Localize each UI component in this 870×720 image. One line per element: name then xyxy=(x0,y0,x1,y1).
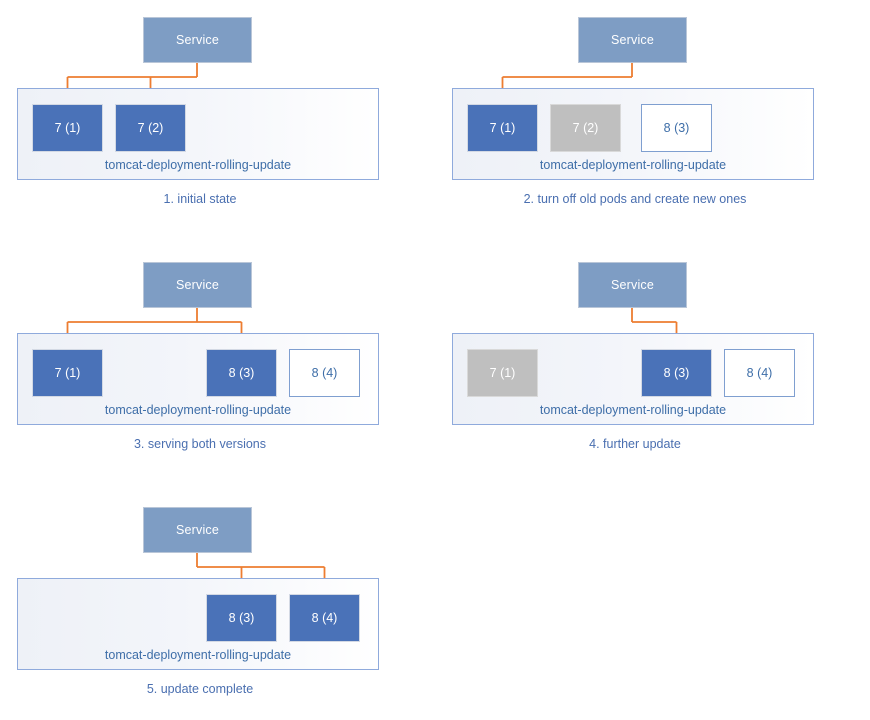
pod-slot-1: 7 (1) xyxy=(32,349,103,397)
pod-slot-1: 7 (1) xyxy=(467,104,538,152)
pod-label: 7 (1) xyxy=(489,366,516,380)
pod-slot-2: 7 (2) xyxy=(550,104,621,152)
service-box: Service xyxy=(143,262,252,308)
pod-label: 7 (1) xyxy=(489,121,516,135)
pod-slot-3: 8 (3) xyxy=(641,104,712,152)
deployment-label: tomcat-deployment-rolling-update xyxy=(104,648,292,662)
pod-slot-3: 8 (3) xyxy=(641,349,712,397)
pod-slot-2: 7 (2) xyxy=(115,104,186,152)
service-label: Service xyxy=(175,278,220,292)
pod-label: 8 (3) xyxy=(228,366,255,380)
deployment-label: tomcat-deployment-rolling-update xyxy=(539,158,727,172)
pod-label: 7 (1) xyxy=(54,366,81,380)
pod-label: 8 (4) xyxy=(311,366,338,380)
pod-label: 7 (2) xyxy=(572,121,599,135)
service-label: Service xyxy=(175,523,220,537)
panel-initial-state: Service tomcat-deployment-rolling-update… xyxy=(0,0,435,230)
panel-turn-off-old-pods: Service tomcat-deployment-rolling-update… xyxy=(435,0,870,230)
service-box: Service xyxy=(143,507,252,553)
pod-label: 8 (3) xyxy=(663,366,690,380)
panel-further-update: Service tomcat-deployment-rolling-update… xyxy=(435,245,870,475)
panel-update-complete: Service tomcat-deployment-rolling-update… xyxy=(0,490,435,720)
deployment-label: tomcat-deployment-rolling-update xyxy=(104,403,292,417)
pod-slot-1: 7 (1) xyxy=(467,349,538,397)
pod-label: 8 (3) xyxy=(228,611,255,625)
pod-label: 8 (4) xyxy=(746,366,773,380)
pod-slot-3: 8 (3) xyxy=(206,349,277,397)
service-box: Service xyxy=(143,17,252,63)
pod-slot-4: 8 (4) xyxy=(289,594,360,642)
panel-serving-both-versions: Service tomcat-deployment-rolling-update… xyxy=(0,245,435,475)
service-label: Service xyxy=(175,33,220,47)
deployment-label: tomcat-deployment-rolling-update xyxy=(104,158,292,172)
pod-slot-4: 8 (4) xyxy=(289,349,360,397)
service-label: Service xyxy=(610,278,655,292)
panel-caption: 5. update complete xyxy=(146,682,254,696)
pod-label: 7 (2) xyxy=(137,121,164,135)
panel-caption: 2. turn off old pods and create new ones xyxy=(523,192,747,206)
pod-slot-1: 7 (1) xyxy=(32,104,103,152)
pod-slot-4: 8 (4) xyxy=(724,349,795,397)
pod-label: 8 (4) xyxy=(311,611,338,625)
panel-caption: 4. further update xyxy=(589,437,681,451)
pod-label: 7 (1) xyxy=(54,121,81,135)
service-label: Service xyxy=(610,33,655,47)
service-box: Service xyxy=(578,262,687,308)
panel-caption: 1. initial state xyxy=(163,192,237,206)
panel-caption: 3. serving both versions xyxy=(133,437,266,451)
pod-slot-3: 8 (3) xyxy=(206,594,277,642)
pod-label: 8 (3) xyxy=(663,121,690,135)
service-box: Service xyxy=(578,17,687,63)
deployment-label: tomcat-deployment-rolling-update xyxy=(539,403,727,417)
